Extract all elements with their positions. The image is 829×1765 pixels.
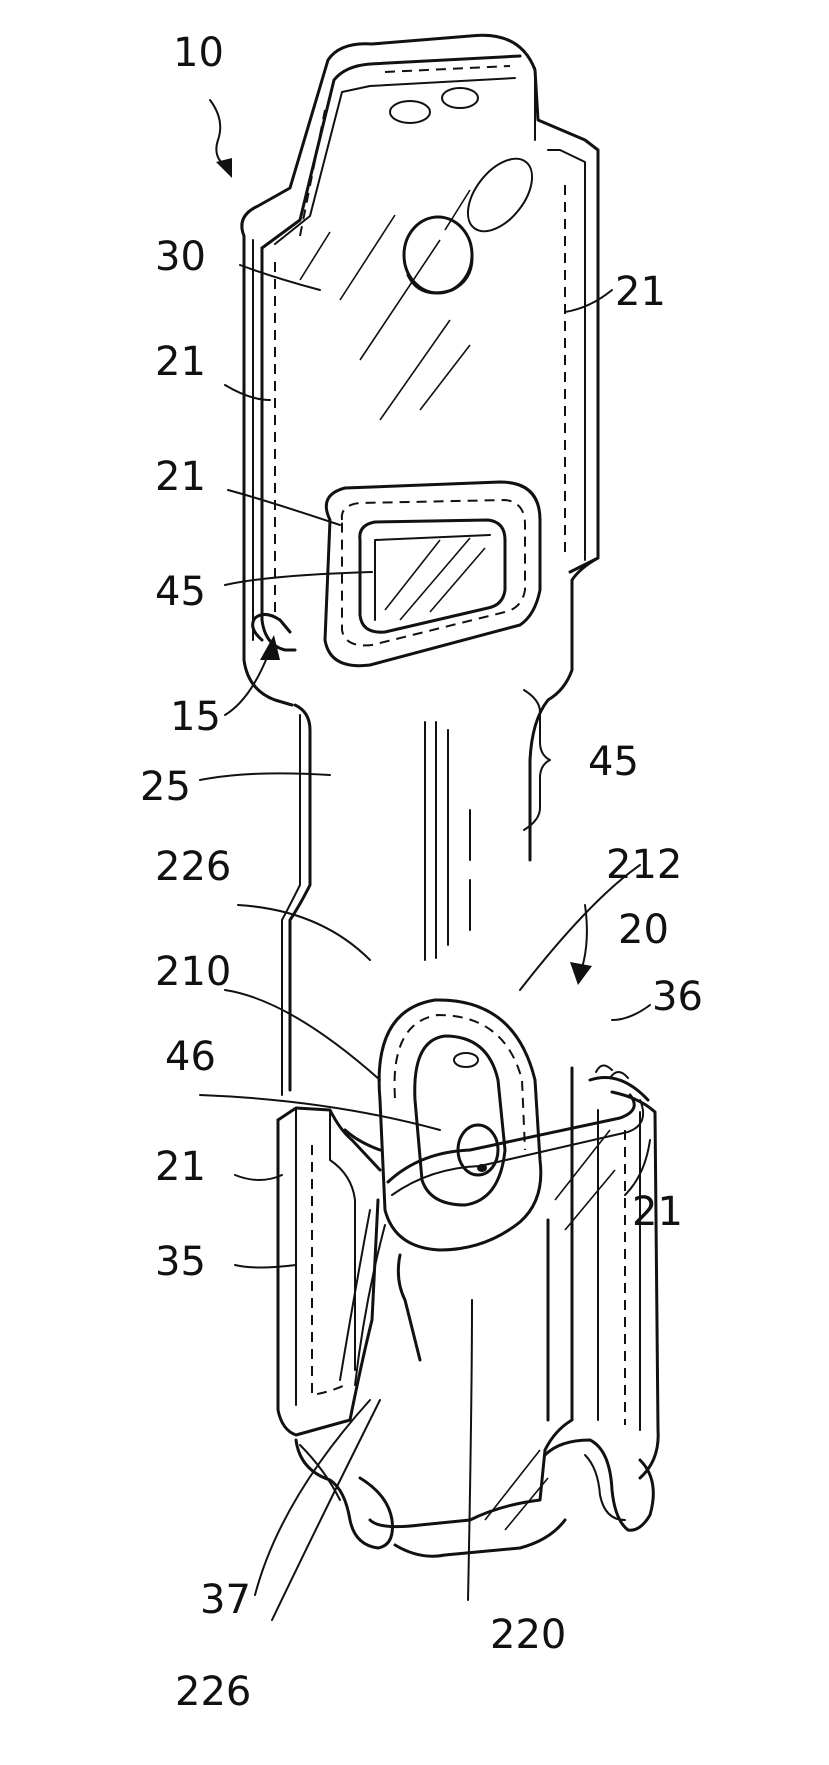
upper-window [325, 482, 540, 666]
label-20: 20 [618, 907, 669, 953]
label-226-bottom: 226 [175, 1669, 251, 1715]
label-46: 46 [165, 1034, 216, 1080]
label-220: 220 [490, 1612, 566, 1658]
label-45-neck: 45 [588, 739, 639, 785]
label-226-top: 226 [155, 844, 231, 890]
label-35: 35 [155, 1239, 206, 1285]
label-21-right-upper: 21 [615, 269, 666, 315]
label-45-window: 45 [155, 569, 206, 615]
label-25: 25 [140, 764, 191, 810]
label-210: 210 [155, 949, 231, 995]
label-21-left-upper: 21 [155, 339, 206, 385]
label-15: 15 [170, 694, 221, 740]
upper-plate [242, 35, 598, 860]
lower-assembly [278, 1000, 658, 1556]
reference-labels: 10 30 21 21 21 45 15 45 25 226 212 20 21… [140, 30, 703, 1715]
label-21-right-lower: 21 [632, 1189, 683, 1235]
label-21-window: 21 [155, 454, 206, 500]
label-30: 30 [155, 234, 206, 280]
label-212: 212 [606, 842, 682, 888]
label-36: 36 [652, 974, 703, 1020]
label-21-left-lower: 21 [155, 1144, 206, 1190]
label-10: 10 [173, 30, 224, 76]
label-37: 37 [200, 1577, 251, 1623]
